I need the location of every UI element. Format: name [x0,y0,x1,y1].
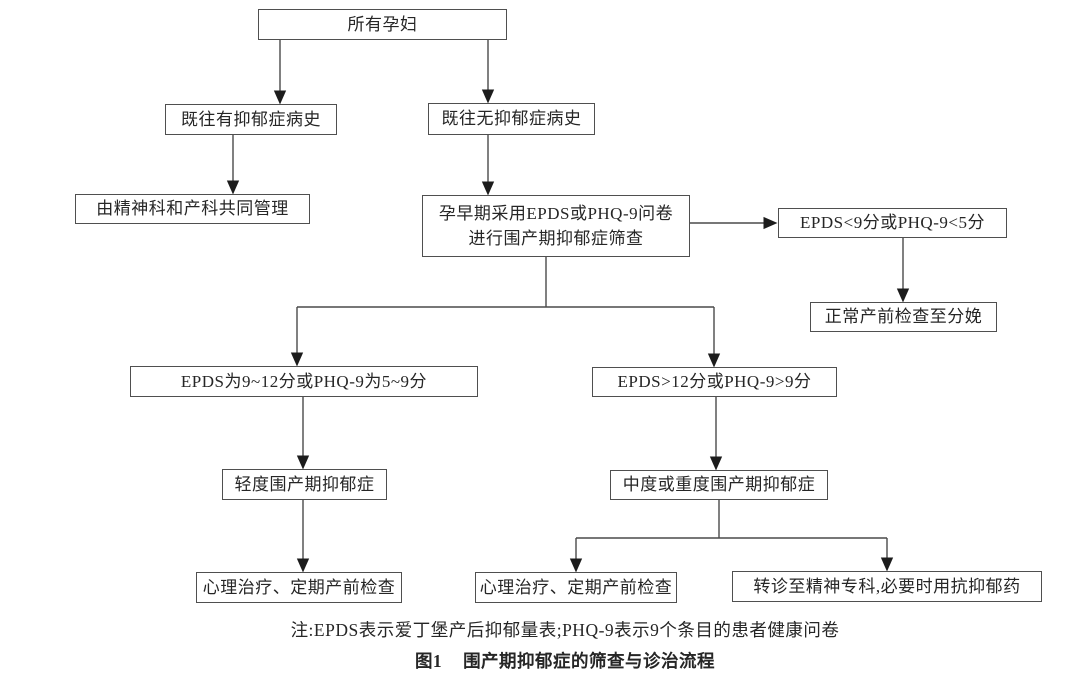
node-normal-prenatal-care: 正常产前检查至分娩 [810,302,997,332]
node-psychotherapy-regular-checkups-mild: 心理治疗、定期产前检查 [196,572,402,603]
node-psychotherapy-regular-checkups-moderate: 心理治疗、定期产前检查 [475,572,677,603]
figure-caption-title: 围产期抑郁症的筛查与诊治流程 [463,651,716,671]
node-low-score: EPDS<9分或PHQ-9<5分 [778,208,1007,238]
node-high-score-range: EPDS>12分或PHQ-9>9分 [592,367,837,397]
node-history-of-depression: 既往有抑郁症病史 [165,104,337,135]
node-mild-score-range: EPDS为9~12分或PHQ-9为5~9分 [130,366,478,397]
node-psychiatric-referral-antidepressants: 转诊至精神专科,必要时用抗抑郁药 [732,571,1042,602]
figure-caption: 图1 围产期抑郁症的筛查与诊治流程 [50,648,1080,673]
node-moderate-severe-perinatal-depression: 中度或重度围产期抑郁症 [610,470,828,500]
node-joint-psychiatry-obstetrics-management: 由精神科和产科共同管理 [75,194,310,224]
figure-caption-label: 图1 [414,651,443,671]
screening-line-1: 孕早期采用EPDS或PHQ-9问卷 [438,203,674,223]
screening-line-2: 进行围产期抑郁症筛查 [468,228,644,248]
figure-note: 注:EPDS表示爱丁堡产后抑郁量表;PHQ-9表示9个条目的患者健康问卷 [290,620,840,640]
node-all-pregnant-women: 所有孕妇 [258,9,507,40]
node-mild-perinatal-depression: 轻度围产期抑郁症 [222,469,387,500]
node-no-history-of-depression: 既往无抑郁症病史 [428,103,595,135]
node-early-pregnancy-screening: 孕早期采用EPDS或PHQ-9问卷 进行围产期抑郁症筛查 [422,195,690,257]
